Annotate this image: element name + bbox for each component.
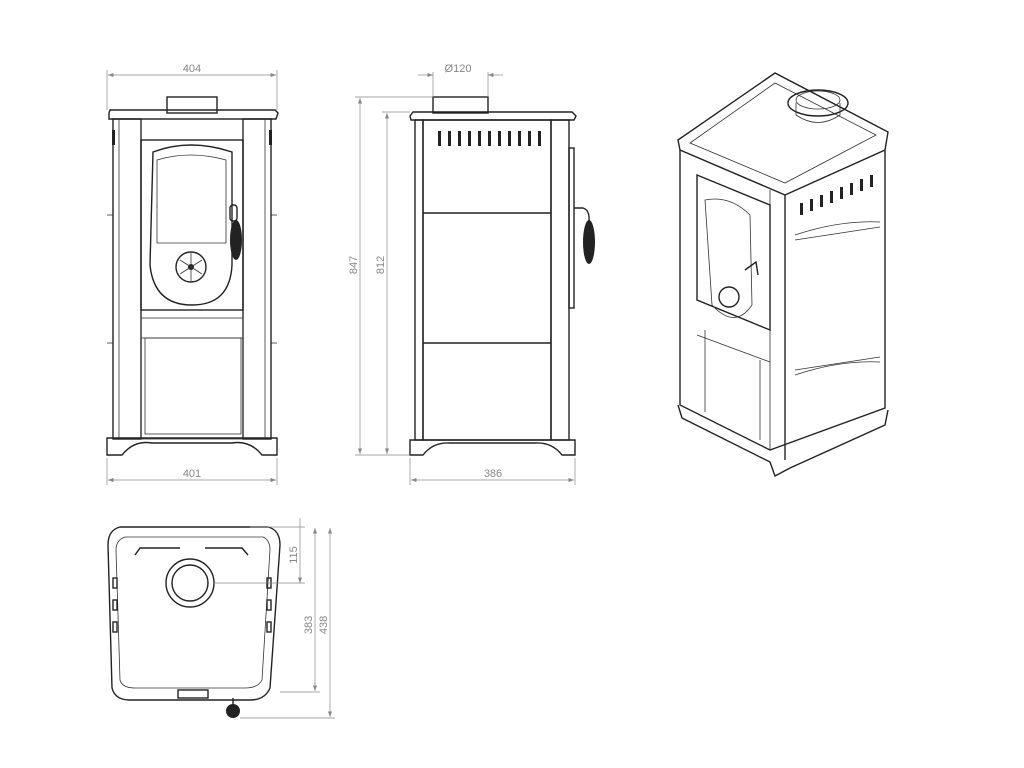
vent-slots [438, 131, 541, 146]
dimension-label-812: 812 [375, 256, 387, 274]
dimension-total-height: 847 [348, 96, 433, 456]
dimension-label-438: 438 [318, 616, 330, 634]
isometric-view [677, 72, 889, 477]
dimension-label-404: 404 [183, 63, 201, 75]
dimension-flue-offset: 115 [214, 518, 305, 584]
dimension-label-120: Ø120 [445, 63, 472, 75]
front-view [106, 96, 279, 456]
dimension-body-height: 812 [375, 111, 410, 454]
dimension-top-width: 404 [106, 63, 278, 110]
top-view [107, 526, 281, 718]
dimension-total-depth: 438 [240, 528, 335, 719]
dimension-label-847: 847 [348, 256, 360, 274]
dimension-label-383: 383 [303, 616, 315, 634]
side-view [409, 96, 595, 456]
dimension-body-depth: 383 [280, 528, 320, 693]
dimension-label-386: 386 [484, 468, 502, 480]
dimension-flue-diameter: Ø120 [418, 63, 503, 97]
dimension-depth: 386 [409, 458, 576, 485]
dimension-label-115: 115 [288, 546, 300, 564]
dimension-label-401: 401 [183, 468, 201, 480]
dimension-base-width: 401 [106, 458, 278, 485]
